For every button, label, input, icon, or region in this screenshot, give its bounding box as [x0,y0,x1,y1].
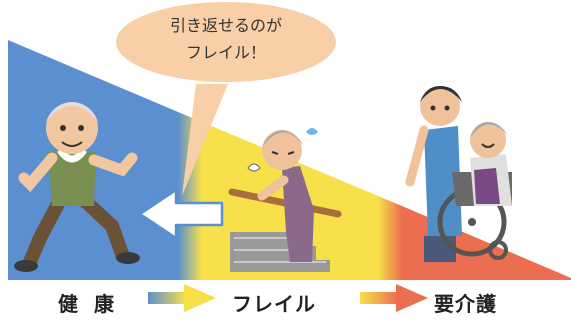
speech-bubble-text: 引き返せるのが フレイル！ [160,12,292,66]
care-illustration [405,86,512,262]
reverse-arrow [138,188,224,240]
speech-bubble-line-2: フレイル！ [185,43,266,62]
frail-woman-illustration [228,128,342,272]
frailty-care-blend [378,196,402,280]
stage-label-care: 要介護 [434,292,497,316]
speech-bubble [116,2,336,196]
running-man-illustration [14,102,140,272]
speech-bubble-line-1: 引き返せるのが [169,16,282,35]
frailty-to-care-arrow [360,284,428,312]
stage-label-frailty: フレイル [232,292,316,316]
stage-label-health: 健康 [58,292,130,316]
health-to-frailty-arrow [148,284,216,312]
